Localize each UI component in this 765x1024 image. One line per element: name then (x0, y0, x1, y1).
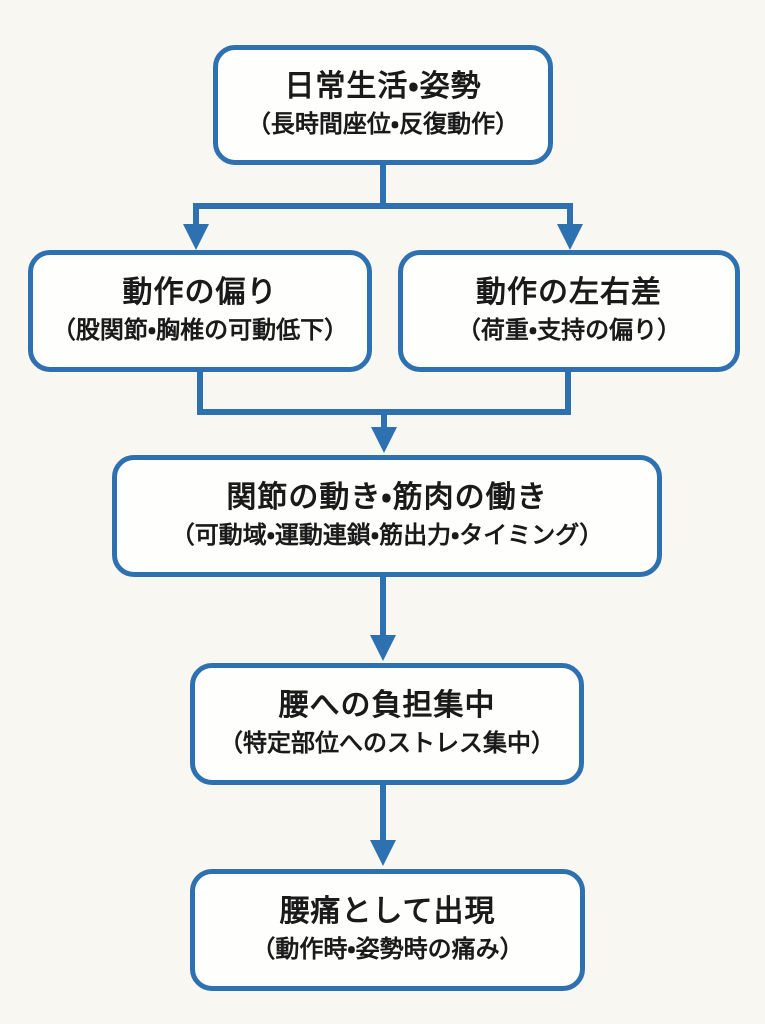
arrowhead-to-left-right-diff (557, 224, 583, 250)
arrowhead-to-back-pain (370, 840, 396, 866)
node-joint-muscle-subtitle: （可動域・運動連鎖・筋出力・タイミング） (170, 522, 604, 550)
node-back-pain-title: 腰痛として出現 (279, 894, 496, 928)
node-lumbar-load: 腰への負担集中 （特定部位へのストレス集中） (190, 663, 584, 785)
node-movement-bias-title: 動作の偏り (122, 275, 278, 309)
node-back-pain-subtitle: （動作時・姿勢時の痛み） (251, 936, 524, 964)
edge-split-line (193, 165, 573, 226)
node-left-right-diff-title: 動作の左右差 (476, 275, 662, 309)
node-lumbar-load-subtitle: （特定部位へのストレス集中） (219, 730, 555, 758)
node-movement-bias: 動作の偏り （股関節・胸椎の可動低下） (28, 250, 372, 372)
arrowhead-to-lumbar-load (370, 635, 396, 661)
edge-merge-line (197, 372, 571, 429)
node-joint-muscle: 関節の動き・筋肉の働き （可動域・運動連鎖・筋出力・タイミング） (112, 455, 662, 577)
node-daily-life-subtitle: （長時間座位・反復動作） (246, 111, 520, 139)
node-left-right-diff-subtitle: （荷重・支持の偏り） (456, 317, 682, 345)
arrowhead-to-joint-muscle (371, 427, 397, 453)
arrowhead-to-movement-bias (183, 224, 209, 250)
node-left-right-diff: 動作の左右差 （荷重・支持の偏り） (398, 250, 740, 372)
node-joint-muscle-title: 関節の動き・筋肉の働き (226, 480, 548, 514)
node-movement-bias-subtitle: （股関節・胸椎の可動低下） (51, 317, 349, 345)
node-lumbar-load-title: 腰への負担集中 (278, 688, 496, 722)
node-daily-life-title: 日常生活・姿勢 (284, 69, 482, 103)
node-back-pain: 腰痛として出現 （動作時・姿勢時の痛み） (190, 869, 585, 991)
node-daily-life: 日常生活・姿勢 （長時間座位・反復動作） (213, 45, 553, 165)
